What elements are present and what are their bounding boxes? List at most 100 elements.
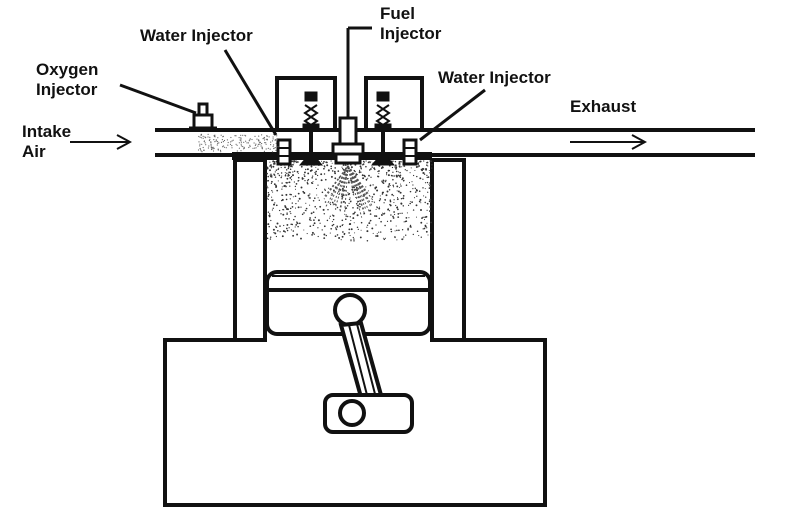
mixture-dot	[422, 187, 424, 189]
mixture-dot	[360, 168, 362, 170]
mixture-dot	[409, 201, 411, 203]
haze-dot	[222, 145, 224, 147]
mixture-dot	[278, 209, 281, 212]
mixture-dot	[388, 170, 390, 172]
mixture-dot	[305, 168, 307, 171]
mixture-dot	[289, 193, 291, 196]
mixture-dot	[266, 237, 269, 240]
mixture-dot	[408, 204, 410, 206]
haze-dot	[275, 142, 277, 144]
mixture-dot	[293, 218, 295, 221]
mixture-dot	[270, 182, 273, 185]
mixture-dot	[368, 174, 370, 177]
mixture-dot	[285, 227, 288, 230]
oxygen-injector-body	[189, 102, 217, 132]
mixture-dot	[304, 179, 306, 182]
haze-dot	[258, 142, 261, 144]
haze-dot	[209, 136, 211, 138]
haze-dot	[253, 142, 255, 144]
haze-dot	[236, 144, 238, 146]
mixture-dot	[423, 227, 426, 230]
mixture-dot	[419, 160, 421, 163]
mixture-dot	[402, 177, 404, 180]
mixture-dot	[291, 223, 294, 226]
haze-dot	[272, 136, 274, 138]
mixture-dot	[412, 209, 415, 211]
mixture-dot	[413, 197, 416, 199]
mixture-dot	[313, 219, 315, 221]
mixture-dot	[306, 182, 309, 185]
mixture-dot	[267, 192, 270, 194]
mixture-dot	[297, 200, 299, 202]
haze-dot	[210, 144, 212, 146]
mixture-dot	[385, 171, 388, 174]
mixture-dot	[394, 230, 396, 232]
spray-line	[328, 165, 349, 205]
mixture-dot	[422, 168, 424, 170]
mixture-dot	[267, 193, 270, 196]
mixture-dot	[370, 168, 372, 170]
mixture-dot	[345, 215, 347, 218]
haze-dot	[203, 140, 206, 142]
mixture-dot	[289, 168, 292, 171]
mixture-dot	[293, 181, 296, 183]
haze-dot	[254, 135, 256, 137]
mixture-dot	[370, 161, 372, 163]
haze-dot	[263, 137, 265, 139]
mixture-dot	[323, 173, 326, 175]
mixture-dot	[341, 195, 344, 198]
mixture-dot	[366, 224, 369, 227]
mixture-dot	[276, 189, 279, 192]
mixture-dot	[387, 208, 390, 211]
mixture-dot	[367, 190, 369, 192]
mixture-dot	[330, 227, 333, 230]
mixture-dot	[365, 179, 367, 181]
mixture-dot	[397, 213, 400, 215]
mixture-dot	[401, 166, 403, 168]
mixture-dot	[314, 205, 316, 208]
haze-dot	[220, 134, 222, 136]
mixture-dot	[382, 212, 384, 214]
mixture-dot	[374, 168, 376, 171]
mixture-dot	[399, 174, 402, 177]
mixture-dot	[333, 170, 336, 173]
mixture-dot	[396, 190, 398, 192]
mixture-dot	[354, 211, 356, 214]
mixture-dot	[360, 171, 362, 173]
mixture-dot	[372, 184, 374, 186]
mixture-dot	[375, 235, 378, 237]
mixture-dot	[426, 181, 429, 184]
haze-dot	[263, 150, 265, 152]
mixture-dot	[280, 213, 282, 215]
mixture-dot	[380, 231, 382, 233]
mixture-dot	[273, 161, 276, 163]
fuel-injector-label-line-2: Injector	[380, 24, 442, 43]
mixture-dot	[401, 178, 403, 181]
oxygen-injector-label-line-1: Oxygen	[36, 60, 99, 79]
mixture-dot	[359, 165, 362, 168]
mixture-dot	[362, 177, 365, 180]
mixture-dot	[397, 216, 400, 218]
mixture-dot	[424, 182, 427, 184]
mixture-dot	[350, 166, 353, 169]
mixture-dot	[330, 194, 332, 196]
mixture-dot	[291, 166, 293, 168]
mixture-dot	[376, 189, 379, 192]
mixture-dot	[338, 177, 341, 179]
mixture-dot	[388, 184, 390, 186]
haze-dot	[243, 148, 245, 150]
mixture-dot	[412, 184, 414, 186]
mixture-dot	[343, 164, 345, 166]
haze-dot	[243, 146, 245, 148]
mixture-dot	[384, 224, 386, 227]
mixture-dot	[380, 214, 383, 216]
mixture-dot	[354, 170, 356, 173]
mixture-dot	[425, 215, 428, 218]
mixture-dot	[357, 228, 359, 231]
mixture-dot	[391, 166, 394, 169]
mixture-dot	[338, 190, 340, 193]
mixture-dot	[309, 197, 311, 199]
mixture-dot	[400, 185, 402, 187]
mixture-dot	[291, 161, 293, 163]
mixture-dot	[424, 201, 426, 204]
